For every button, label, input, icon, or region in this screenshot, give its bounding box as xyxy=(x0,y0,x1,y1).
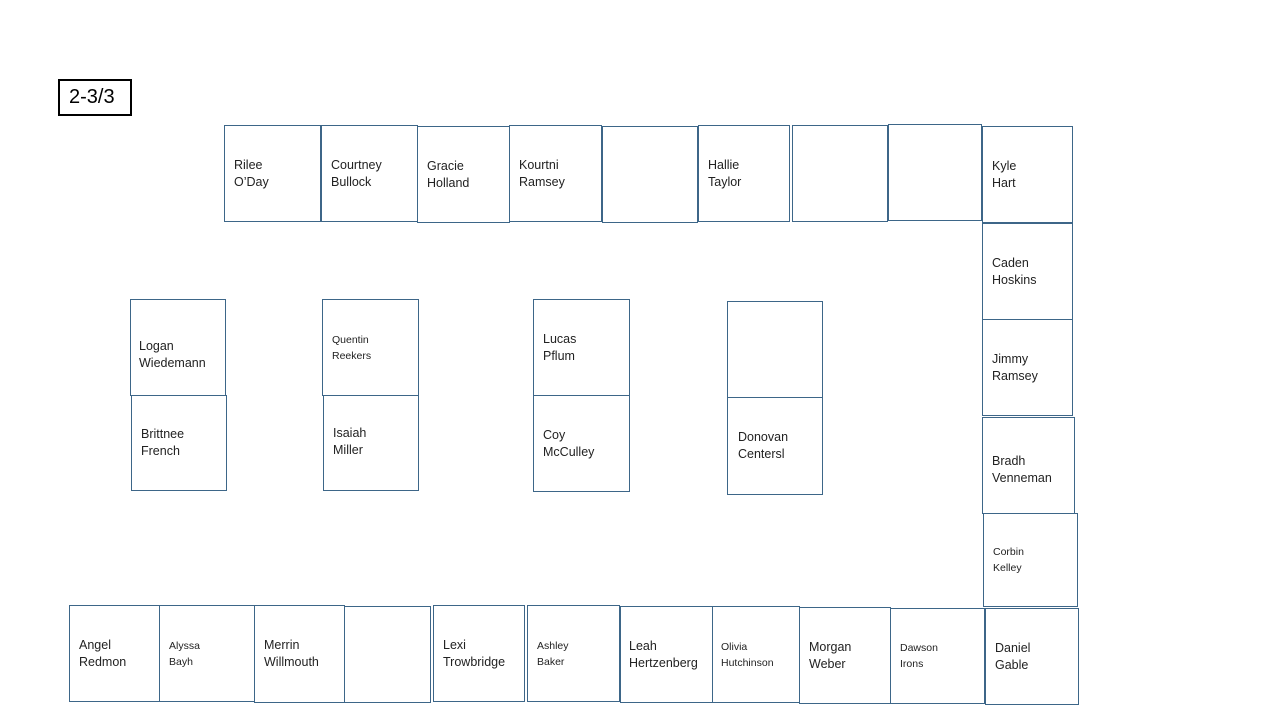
student-first-name: Gracie xyxy=(427,158,464,173)
student-first-name: Corbin xyxy=(993,546,1024,558)
desk-empty xyxy=(888,124,982,221)
student-first-name: Caden xyxy=(992,255,1029,270)
student-first-name: Angel xyxy=(79,637,111,652)
student-first-name: Daniel xyxy=(995,640,1031,655)
student-first-name: Ashley xyxy=(537,639,569,652)
student-first-name: Hallie xyxy=(708,157,740,172)
student-last-name: Centersl xyxy=(738,447,785,461)
student-last-name: Kelley xyxy=(993,562,1022,574)
desk-empty xyxy=(727,301,823,398)
student-last-name: Trowbridge xyxy=(443,654,506,669)
student-last-name: Ramsey xyxy=(519,174,565,189)
student-first-name: Coy xyxy=(543,428,566,442)
student-last-name: Venneman xyxy=(992,470,1052,485)
student-first-name: Kyle xyxy=(992,158,1017,173)
student-last-name: Bayh xyxy=(169,655,193,668)
student-first-name: Morgan xyxy=(809,639,852,654)
student-last-name: Bullock xyxy=(331,175,372,189)
student-first-name: Quentin xyxy=(332,333,369,346)
student-last-name: Hart xyxy=(992,175,1016,190)
student-first-name: Donovan xyxy=(738,430,789,444)
student-first-name: Isaiah xyxy=(333,426,367,440)
student-first-name: Lucas xyxy=(543,332,577,346)
student-last-name: Redmon xyxy=(79,654,127,669)
student-last-name: Reekers xyxy=(332,349,372,362)
student-last-name: Baker xyxy=(537,655,565,668)
student-last-name: Willmouth xyxy=(264,655,319,669)
student-last-name: McCulley xyxy=(543,445,595,459)
student-last-name: Hoskins xyxy=(992,272,1037,287)
student-last-name: Miller xyxy=(333,443,363,457)
desk-empty xyxy=(792,125,888,222)
student-last-name: Hertzenberg xyxy=(629,655,698,670)
student-last-name: Holland xyxy=(427,175,470,190)
student-last-name: French xyxy=(141,444,180,458)
student-first-name: Alyssa xyxy=(169,639,200,652)
student-first-name: Rilee xyxy=(234,157,263,172)
student-first-name: Dawson xyxy=(900,642,938,654)
student-last-name: O’Day xyxy=(234,174,269,189)
student-last-name: Taylor xyxy=(708,174,742,189)
desk-empty xyxy=(602,126,698,223)
student-last-name: Gable xyxy=(995,657,1029,672)
student-first-name: Olivia xyxy=(721,640,748,653)
student-first-name: Logan xyxy=(139,338,174,353)
student-first-name: Merrin xyxy=(264,638,300,652)
student-last-name: Pflum xyxy=(543,349,575,363)
student-first-name: Courtney xyxy=(331,158,382,172)
student-last-name: Hutchinson xyxy=(721,656,774,669)
student-first-name: Brittnee xyxy=(141,427,185,441)
desk-empty xyxy=(344,606,431,703)
student-last-name: Irons xyxy=(900,658,924,670)
student-first-name: Bradh xyxy=(992,453,1026,468)
student-last-name: Ramsey xyxy=(992,368,1038,383)
student-first-name: Kourtni xyxy=(519,157,559,172)
student-last-name: Wiedemann xyxy=(139,355,206,370)
student-first-name: Jimmy xyxy=(992,351,1029,366)
student-first-name: Lexi xyxy=(443,637,466,652)
student-first-name: Leah xyxy=(629,638,657,653)
student-last-name: Weber xyxy=(809,656,846,671)
class-period-label: 2-3/3 xyxy=(58,79,132,116)
